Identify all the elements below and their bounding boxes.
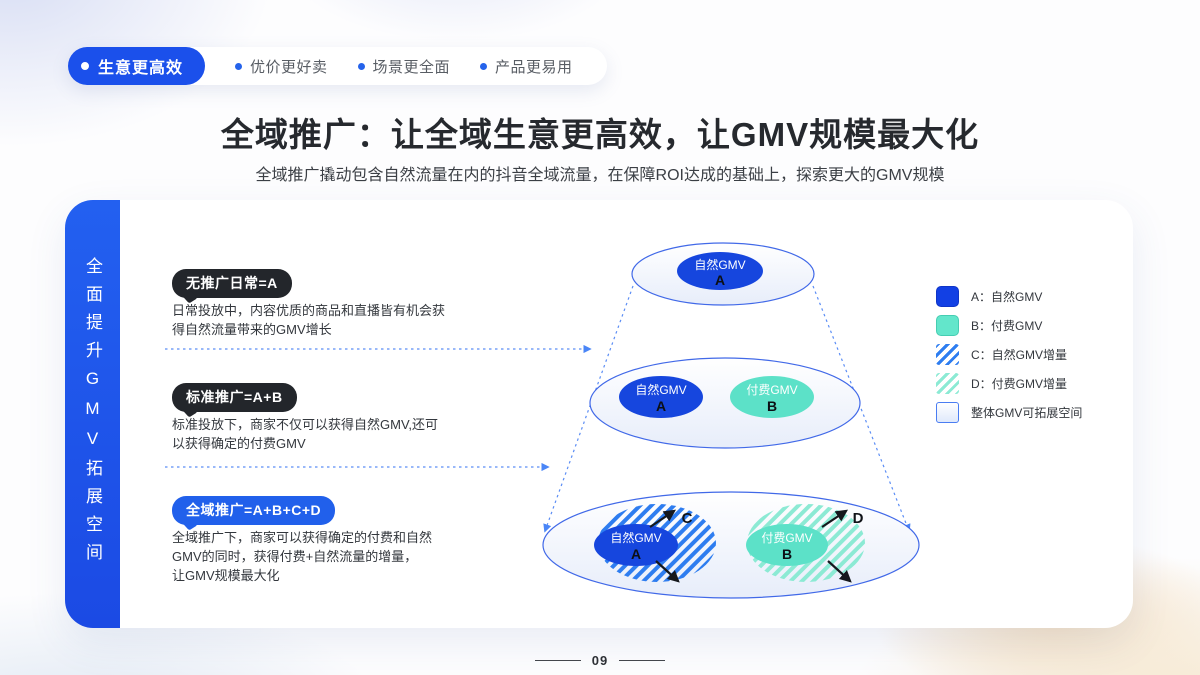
swatch-gradient-icon (936, 401, 959, 423)
bullet-dot-icon (357, 62, 365, 70)
legend-item-total: 整体GMV可拓展空间 (936, 401, 1082, 423)
badge-standard-promotion: 标准推广=A+B (172, 383, 297, 412)
swatch-blue-solid-icon (936, 285, 959, 307)
swatch-blue-hatch-icon (936, 343, 959, 365)
tab-full-scenario[interactable]: 场景更全面 (357, 56, 451, 77)
legend-item-c: C：自然GMV增量 (936, 343, 1082, 365)
tab-better-price[interactable]: 优价更好卖 (235, 56, 328, 77)
footer: 09 (0, 653, 1200, 668)
ring-icon (81, 62, 89, 70)
desc-omni-promotion: 全域推广下，商家可以获得确定的付费和自然 GMV的同时，获得付费+自然流量的增量… (172, 530, 433, 583)
page-title: 全域推广：让全域生意更高效，让GMV规模最大化 (220, 116, 980, 153)
bullet-dot-icon (235, 62, 243, 70)
tab-easier-product[interactable]: 产品更易用 (480, 56, 573, 77)
footer-divider (619, 660, 666, 661)
footer-divider (534, 660, 581, 661)
legend-item-b: B：付费GMV (936, 314, 1082, 336)
active-tab-label: 生意更高效 (98, 60, 184, 77)
tab-business-efficiency[interactable]: 生意更高效 (68, 47, 206, 85)
top-nav: 生意更高效 优价更好卖 场景更全面 产品更易用 (68, 47, 607, 85)
page-number: 09 (591, 653, 609, 668)
badge-no-promotion: 无推广日常=A (172, 269, 292, 298)
swatch-teal-hatch-icon (936, 372, 959, 394)
desc-standard-promotion: 标准投放下，商家不仅可以获得自然GMV,还可 以获得确定的付费GMV (172, 417, 439, 451)
side-rail: 全面提升GMV拓展空间 (65, 200, 120, 628)
legend: A：自然GMV B：付费GMV C：自然GMV增量 D：付费GMV增量 整体GM… (936, 285, 1082, 430)
legend-item-d: D：付费GMV增量 (936, 372, 1082, 394)
desc-no-promotion: 日常投放中，内容优质的商品和直播皆有机会获 得自然流量带来的GMV增长 (172, 303, 446, 337)
page-subtitle: 全域推广撬动包含自然流量在内的抖音全域流量，在保障ROI达成的基础上，探索更大的… (255, 167, 945, 184)
side-rail-label: 全面提升GMV拓展空间 (83, 257, 102, 571)
bullet-dot-icon (480, 62, 488, 70)
legend-item-a: A：自然GMV (936, 285, 1082, 307)
swatch-teal-solid-icon (936, 314, 959, 336)
badge-omni-promotion: 全域推广=A+B+C+D (172, 496, 336, 525)
